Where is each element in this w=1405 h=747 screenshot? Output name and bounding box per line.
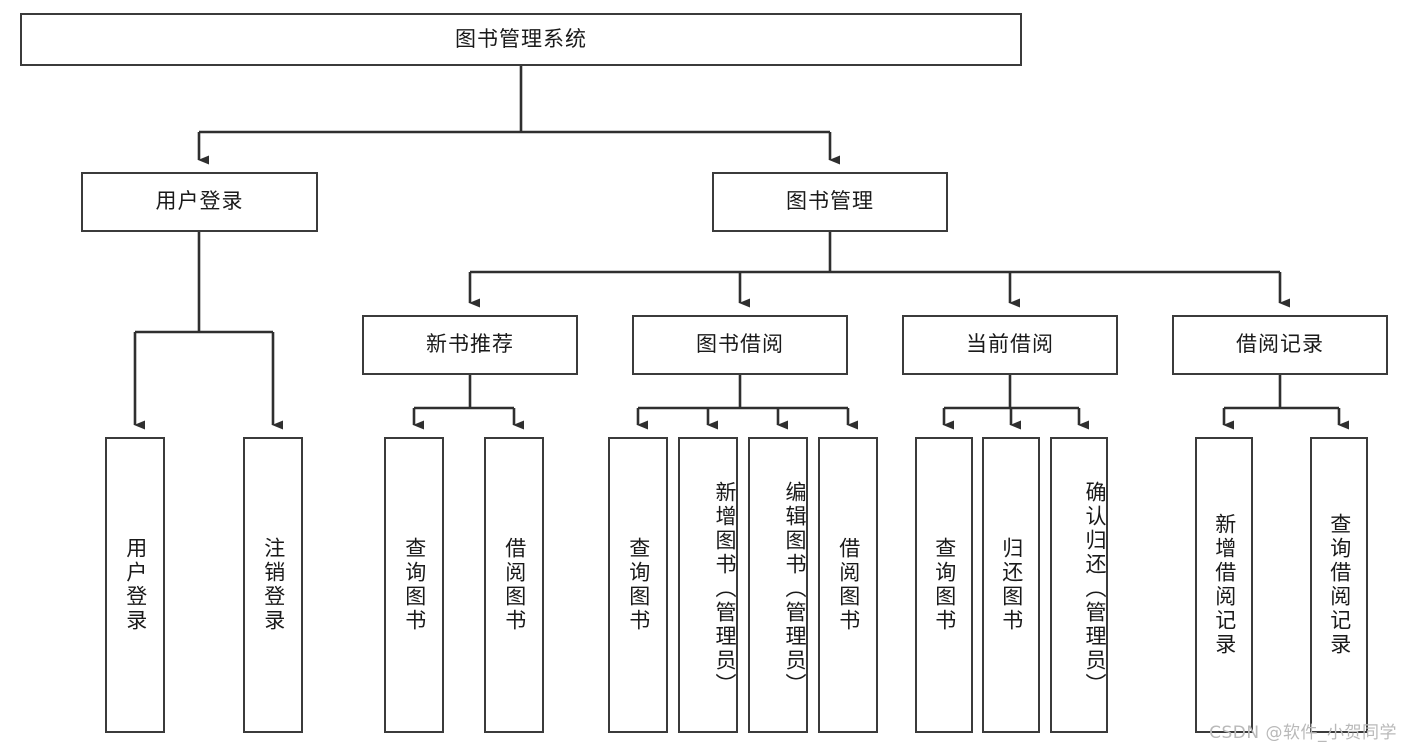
node-label: 当前借阅 xyxy=(966,332,1054,357)
leaf-borrow-record-add-record[interactable]: 新增借阅记录 xyxy=(1195,437,1253,733)
node-label: 借阅图书 xyxy=(836,537,861,633)
node-label: 查询图书 xyxy=(402,537,427,633)
node-book-borrow[interactable]: 图书借阅 xyxy=(632,315,848,375)
node-label: 新增图书（管理员） xyxy=(713,481,737,697)
leaf-book-borrow-add-book-admin[interactable]: 新增图书（管理员） xyxy=(678,437,738,733)
leaf-current-borrow-confirm-return-admin[interactable]: 确认归还（管理员） xyxy=(1050,437,1108,733)
leaf-user-login-logout[interactable]: 注销登录 xyxy=(243,437,303,733)
node-book-management[interactable]: 图书管理 xyxy=(712,172,948,232)
node-label: 借阅图书 xyxy=(502,537,527,633)
leaf-book-borrow-borrow-book[interactable]: 借阅图书 xyxy=(818,437,878,733)
node-label: 图书管理 xyxy=(786,189,874,214)
node-label: 查询图书 xyxy=(932,537,957,633)
node-label: 查询借阅记录 xyxy=(1327,513,1352,657)
leaf-book-borrow-edit-book-admin[interactable]: 编辑图书（管理员） xyxy=(748,437,808,733)
node-label: 查询图书 xyxy=(626,537,651,633)
node-user-login[interactable]: 用户登录 xyxy=(81,172,318,232)
leaf-user-login-login[interactable]: 用户登录 xyxy=(105,437,165,733)
node-label: 编辑图书（管理员） xyxy=(783,481,807,697)
leaf-current-borrow-return-book[interactable]: 归还图书 xyxy=(982,437,1040,733)
node-label: 图书管理系统 xyxy=(455,26,587,51)
leaf-new-book-borrow-book[interactable]: 借阅图书 xyxy=(484,437,544,733)
node-label: 用户登录 xyxy=(155,189,244,214)
node-label: 借阅记录 xyxy=(1236,332,1324,357)
node-label: 注销登录 xyxy=(261,537,286,633)
leaf-book-borrow-query-book[interactable]: 查询图书 xyxy=(608,437,668,733)
node-label: 图书借阅 xyxy=(696,332,784,357)
leaf-current-borrow-query-book[interactable]: 查询图书 xyxy=(915,437,973,733)
node-label: 归还图书 xyxy=(999,537,1024,633)
node-label: 用户登录 xyxy=(123,537,148,633)
leaf-new-book-query-book[interactable]: 查询图书 xyxy=(384,437,444,733)
leaf-borrow-record-query-record[interactable]: 查询借阅记录 xyxy=(1310,437,1368,733)
node-label: 确认归还（管理员） xyxy=(1083,481,1107,697)
node-root-book-management-system[interactable]: 图书管理系统 xyxy=(20,13,1022,66)
node-label: 新书推荐 xyxy=(426,332,514,357)
node-new-book-recommend[interactable]: 新书推荐 xyxy=(362,315,578,375)
node-borrow-record[interactable]: 借阅记录 xyxy=(1172,315,1388,375)
node-label: 新增借阅记录 xyxy=(1212,513,1237,657)
node-current-borrow[interactable]: 当前借阅 xyxy=(902,315,1118,375)
